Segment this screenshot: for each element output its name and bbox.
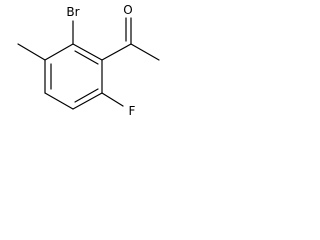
bromine-atom-label: Br	[66, 5, 79, 19]
bond-to-fluorine	[101, 92, 124, 107]
ring-bond-c1-c2	[72, 43, 103, 61]
ring-bond-c1-c2-inner	[74, 50, 99, 65]
benzene-ring	[44, 43, 103, 110]
bond-carbonyl-to-methyl	[130, 43, 160, 61]
bond-ring-to-carbonyl	[101, 43, 132, 61]
oxygen-atom-label: O	[123, 3, 132, 17]
molecule-structure: Br O F	[17, 3, 160, 118]
ring-bond-c5-c6-inner	[74, 88, 99, 103]
bond-to-methyl	[17, 43, 46, 61]
ring-bond-c4-c5	[44, 92, 74, 110]
fluorine-atom-label: F	[129, 104, 136, 118]
ring-bond-c5-c6	[72, 92, 103, 110]
ring-bond-c2-c3	[44, 43, 74, 61]
